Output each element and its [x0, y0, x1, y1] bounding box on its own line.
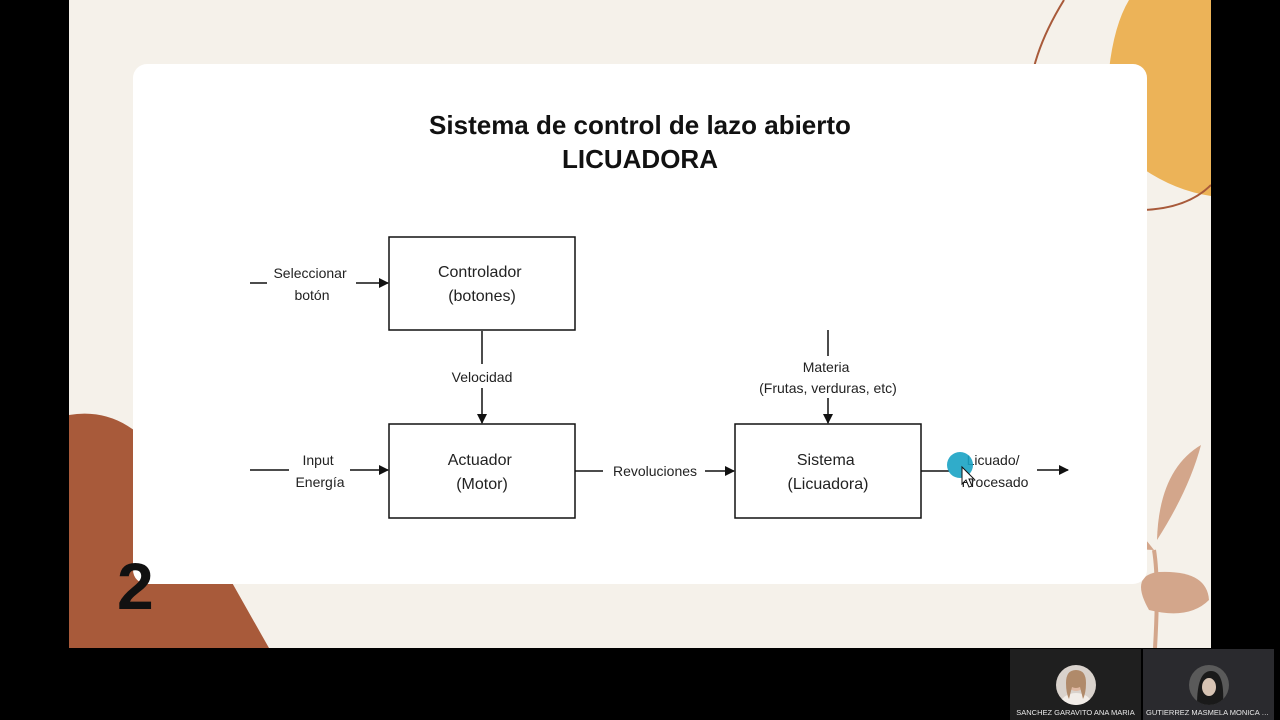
- participant-name: SANCHEZ GARAVITO ANA MARIA: [1016, 708, 1135, 717]
- signal-input-label: Input Energía: [295, 452, 344, 490]
- slide-subtitle: LICUADORA: [562, 144, 718, 174]
- signal-salida-label: Licuado/ Procesado: [962, 452, 1029, 490]
- block-sistema: [734, 423, 922, 519]
- slide-title: Sistema de control de lazo abierto: [429, 110, 851, 140]
- block-sistema-label: Sistema (Licuadora): [788, 452, 869, 493]
- content-card: [133, 64, 1147, 584]
- slide-number: 2: [117, 549, 154, 623]
- block-actuador: [388, 423, 576, 519]
- mouse-pointer-icon: [961, 465, 976, 488]
- block-controlador: [388, 236, 576, 331]
- user-photo-icon: [1055, 665, 1096, 705]
- block-controlador-label: Controlador (botones): [438, 264, 526, 305]
- participant-strip: SANCHEZ GARAVITO ANA MARIA GUTIERREZ MAS…: [1010, 649, 1274, 720]
- block-diagram: Controlador (botones) Actuador (Motor) S…: [250, 236, 1069, 519]
- avatar: [1188, 665, 1229, 705]
- block-actuador-label: Actuador (Motor): [448, 452, 517, 493]
- user-photo-icon: [1188, 665, 1229, 705]
- signal-materia-label: Materia (Frutas, verduras, etc): [759, 359, 897, 396]
- signal-seleccionar-label: Seleccionar botón: [273, 265, 350, 303]
- participant-tile[interactable]: GUTIERREZ MASMELA MONICA PA...: [1143, 649, 1274, 720]
- presentation-slide: Sistema de control de lazo abierto LICUA…: [69, 0, 1211, 648]
- avatar: [1055, 665, 1096, 705]
- participant-tile[interactable]: SANCHEZ GARAVITO ANA MARIA: [1010, 649, 1141, 720]
- signal-revoluciones-label: Revoluciones: [613, 463, 697, 479]
- participant-name: GUTIERREZ MASMELA MONICA PA...: [1146, 708, 1274, 717]
- signal-velocidad-label: Velocidad: [452, 369, 513, 385]
